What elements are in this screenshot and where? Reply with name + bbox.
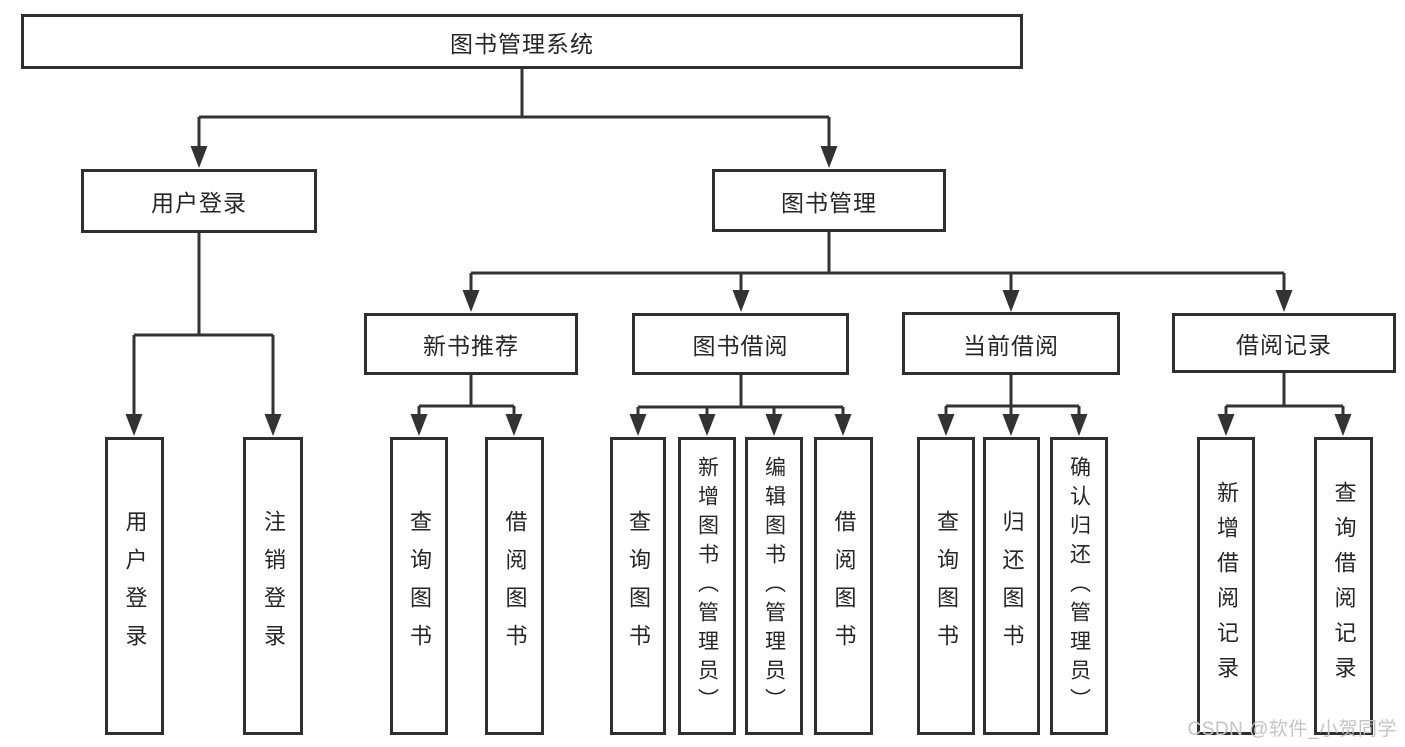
- node-new-book-recommend: 新书推荐: [364, 313, 578, 375]
- leaf-user-login: 用户登录: [105, 437, 164, 735]
- leaf-borrow-books-2-label: 借阅图书: [831, 510, 857, 662]
- leaf-query-books-3-label: 查询图书: [934, 510, 959, 662]
- leaf-add-borrow-record-label: 新增借阅记录: [1214, 481, 1239, 691]
- leaf-logout-label: 注销登录: [261, 510, 286, 662]
- leaf-return-books: 归还图书: [983, 437, 1040, 735]
- node-current-borrow-label: 当前借阅: [963, 332, 1059, 359]
- leaf-query-books-2: 查询图书: [610, 437, 666, 735]
- leaf-add-book-admin: 新增图书（管理员）: [678, 437, 736, 735]
- leaf-return-books-label: 归还图书: [999, 510, 1025, 662]
- node-book-borrow-label: 图书借阅: [692, 333, 789, 359]
- watermark-text: CSDN @软件_小贺同学: [1187, 719, 1397, 740]
- leaf-query-borrow-record: 查询借阅记录: [1314, 437, 1373, 735]
- node-library-system-label: 图书管理系统: [450, 30, 594, 57]
- leaf-edit-book-admin: 编辑图书（管理员）: [745, 437, 803, 735]
- leaf-borrow-books-1-label: 借阅图书: [502, 510, 528, 662]
- node-book-management-label: 图书管理: [781, 189, 877, 216]
- leaf-query-books-2-label: 查询图书: [626, 510, 651, 662]
- node-new-book-recommend-label: 新书推荐: [423, 333, 519, 359]
- leaf-edit-book-admin-label: 编辑图书（管理员）: [762, 455, 786, 717]
- node-borrow-records-label: 借阅记录: [1236, 332, 1332, 358]
- leaf-confirm-return-admin-label: 确认归还（管理员）: [1067, 455, 1091, 717]
- leaf-logout: 注销登录: [243, 437, 303, 735]
- leaf-borrow-books-2: 借阅图书: [814, 437, 873, 735]
- leaf-borrow-books-1: 借阅图书: [485, 437, 544, 735]
- node-current-borrow: 当前借阅: [902, 312, 1120, 375]
- leaf-confirm-return-admin: 确认归还（管理员）: [1050, 437, 1108, 735]
- leaf-add-book-admin-label: 新增图书（管理员）: [695, 455, 719, 717]
- node-book-borrow: 图书借阅: [632, 313, 849, 375]
- leaf-query-books-1-label: 查询图书: [407, 510, 432, 662]
- node-borrow-records: 借阅记录: [1172, 313, 1396, 373]
- node-user-login: 用户登录: [81, 169, 317, 233]
- node-book-management: 图书管理: [712, 169, 946, 232]
- leaf-query-books-3: 查询图书: [917, 437, 975, 735]
- leaf-query-borrow-record-label: 查询借阅记录: [1331, 481, 1357, 691]
- leaf-user-login-label: 用户登录: [122, 510, 148, 662]
- leaf-query-books-1: 查询图书: [390, 437, 448, 735]
- leaf-add-borrow-record: 新增借阅记录: [1197, 437, 1255, 735]
- node-library-system: 图书管理系统: [21, 14, 1023, 69]
- node-user-login-label: 用户登录: [151, 190, 247, 216]
